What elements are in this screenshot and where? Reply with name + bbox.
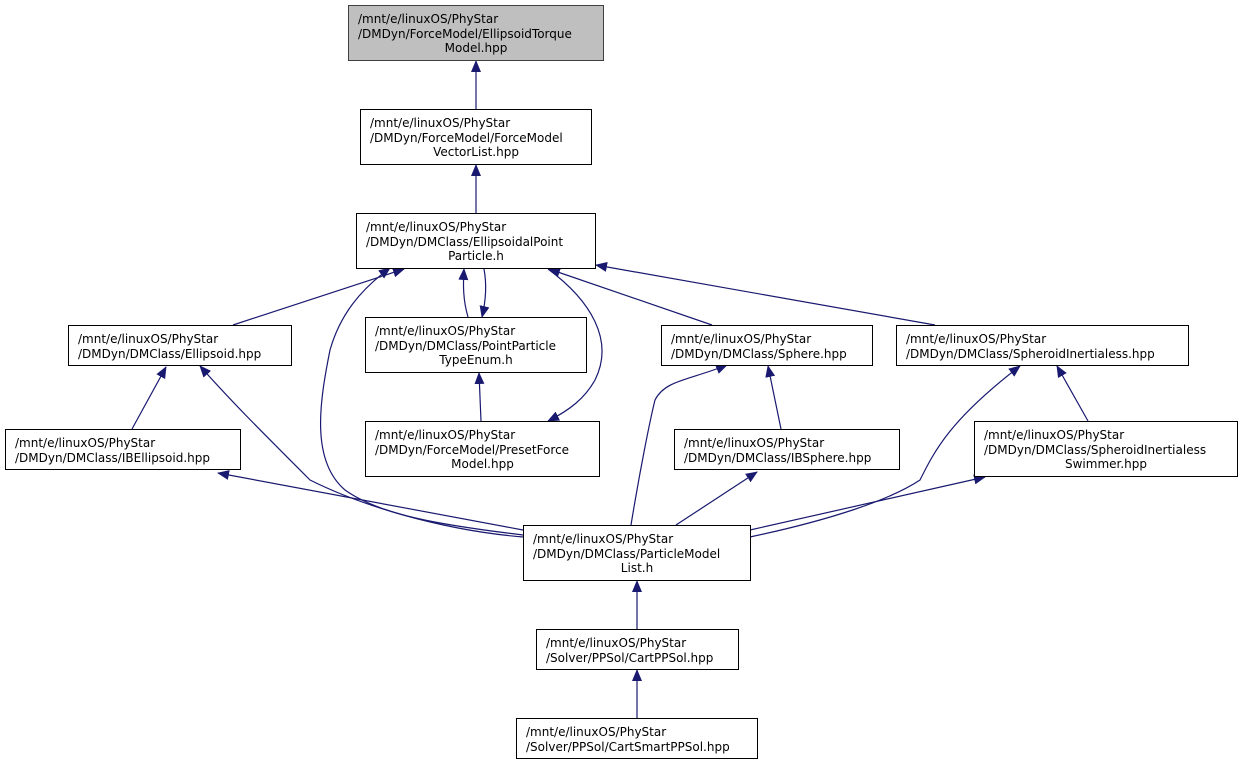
node-line: Model.hpp bbox=[451, 457, 514, 471]
node-particle-model-list[interactable]: /mnt/e/linuxOS/PhyStar /DMDyn/DMClass/Pa… bbox=[523, 525, 751, 581]
node-preset-force-model[interactable]: /mnt/e/linuxOS/PhyStar /DMDyn/ForceModel… bbox=[365, 421, 600, 477]
node-ib-sphere[interactable]: /mnt/e/linuxOS/PhyStar /DMDyn/DMClass/IB… bbox=[674, 429, 900, 470]
node-line: /DMDyn/ForceModel/EllipsoidTorque bbox=[358, 26, 572, 41]
edge-spheroidinertialess-to-pointparticle bbox=[595, 261, 936, 326]
node-force-model-vector-list[interactable]: /mnt/e/linuxOS/PhyStar /DMDyn/ForceModel… bbox=[360, 109, 592, 165]
node-line: TypeEnum.h bbox=[439, 353, 513, 367]
node-sphere[interactable]: /mnt/e/linuxOS/PhyStar /DMDyn/DMClass/Sp… bbox=[661, 325, 873, 366]
node-line: /DMDyn/DMClass/IBEllipsoid.hpp bbox=[15, 450, 211, 465]
node-line: /mnt/e/linuxOS/PhyStar bbox=[375, 324, 516, 338]
node-line: /mnt/e/linuxOS/PhyStar bbox=[546, 636, 687, 650]
node-line: List.h bbox=[620, 561, 654, 575]
edge-particlemodellist-to-swimmer bbox=[749, 474, 986, 531]
edge-ibsphere-to-sphere bbox=[765, 365, 782, 430]
edge-ibellipsoid-to-ellipsoid bbox=[131, 366, 167, 430]
node-line: /DMDyn/DMClass/IBSphere.hpp bbox=[684, 450, 872, 465]
edge-particlemodellist-to-ibellipsoid bbox=[217, 470, 524, 531]
node-line: /DMDyn/DMClass/EllipsoidalPoint bbox=[366, 234, 564, 249]
node-line: Particle.h bbox=[448, 249, 504, 263]
node-line: /DMDyn/DMClass/Ellipsoid.hpp bbox=[78, 346, 262, 361]
node-ellipsoid[interactable]: /mnt/e/linuxOS/PhyStar /DMDyn/DMClass/El… bbox=[68, 325, 292, 366]
node-line: /DMDyn/ForceModel/ForceModel bbox=[370, 130, 563, 145]
node-line: /mnt/e/linuxOS/PhyStar bbox=[684, 436, 825, 450]
edge-presetforce-to-typeenum bbox=[474, 372, 485, 422]
node-line: /mnt/e/linuxOS/PhyStar bbox=[984, 428, 1125, 442]
edge-ellipsoid-to-pointparticle bbox=[232, 267, 405, 326]
node-line: /DMDyn/ForceModel/PresetForce bbox=[375, 442, 570, 457]
edge-particlemodellist-to-sphere bbox=[630, 364, 728, 526]
node-line: /mnt/e/linuxOS/PhyStar bbox=[533, 532, 674, 546]
node-line: /mnt/e/linuxOS/PhyStar bbox=[358, 12, 499, 26]
node-line: /DMDyn/DMClass/PointParticle bbox=[375, 338, 556, 353]
node-line: /mnt/e/linuxOS/PhyStar bbox=[906, 332, 1047, 346]
node-line: /mnt/e/linuxOS/PhyStar bbox=[15, 436, 156, 450]
node-line: Swimmer.hpp bbox=[1064, 457, 1147, 471]
node-spheroid-inertialess-swimmer[interactable]: /mnt/e/linuxOS/PhyStar /DMDyn/DMClass/Sp… bbox=[974, 421, 1238, 477]
edge-swimmer-to-spheroidinertialess bbox=[1056, 365, 1089, 422]
node-line: /mnt/e/linuxOS/PhyStar bbox=[78, 332, 219, 346]
node-ellipsoidal-point-particle[interactable]: /mnt/e/linuxOS/PhyStar /DMDyn/DMClass/El… bbox=[356, 213, 596, 269]
edge-sphere-to-pointparticle bbox=[548, 267, 713, 326]
node-line: /Solver/PPSol/CartPPSol.hpp bbox=[546, 650, 714, 665]
edge-particlemodellist-to-ellipsoid bbox=[199, 365, 524, 538]
edge-particlemodellist-to-spheroidinertialess bbox=[749, 365, 1021, 538]
edge-particlemodellist-to-ibsphere bbox=[675, 471, 758, 526]
node-line: /mnt/e/linuxOS/PhyStar bbox=[671, 332, 812, 346]
edge-typeenum-to-pointparticle bbox=[458, 268, 469, 318]
node-ib-ellipsoid[interactable]: /mnt/e/linuxOS/PhyStar /DMDyn/DMClass/IB… bbox=[5, 429, 241, 470]
node-line: VectorList.hpp bbox=[433, 145, 519, 159]
node-line: /mnt/e/linuxOS/PhyStar bbox=[375, 428, 516, 442]
node-line: Model.hpp bbox=[444, 41, 508, 55]
edge-presetforce-to-pointparticle bbox=[547, 268, 603, 422]
node-line: /Solver/PPSol/CartSmartPPSol.hpp bbox=[526, 739, 730, 754]
node-ellipsoid-torque-model[interactable]: /mnt/e/linuxOS/PhyStar /DMDyn/ForceModel… bbox=[348, 5, 604, 61]
node-line: /mnt/e/linuxOS/PhyStar bbox=[526, 725, 667, 739]
node-line: /DMDyn/DMClass/Sphere.hpp bbox=[671, 346, 847, 361]
node-spheroid-inertialess[interactable]: /mnt/e/linuxOS/PhyStar /DMDyn/DMClass/Sp… bbox=[896, 325, 1189, 366]
node-cart-pp-sol[interactable]: /mnt/e/linuxOS/PhyStar /Solver/PPSol/Car… bbox=[536, 629, 739, 670]
node-point-particle-type-enum[interactable]: /mnt/e/linuxOS/PhyStar /DMDyn/DMClass/Po… bbox=[365, 317, 587, 373]
node-cart-smart-pp-sol[interactable]: /mnt/e/linuxOS/PhyStar /Solver/PPSol/Car… bbox=[516, 718, 758, 759]
node-line: /mnt/e/linuxOS/PhyStar bbox=[370, 116, 511, 130]
edge-pointparticle-to-typeenum bbox=[479, 268, 490, 318]
node-line: /DMDyn/DMClass/SpheroidInertialess.hpp bbox=[906, 346, 1155, 361]
node-line: /DMDyn/DMClass/SpheroidInertialess bbox=[984, 442, 1207, 457]
node-line: /mnt/e/linuxOS/PhyStar bbox=[366, 220, 507, 234]
edge-particlemodellist-to-pointparticle bbox=[319, 267, 524, 536]
node-line: /DMDyn/DMClass/ParticleModel bbox=[533, 546, 721, 561]
